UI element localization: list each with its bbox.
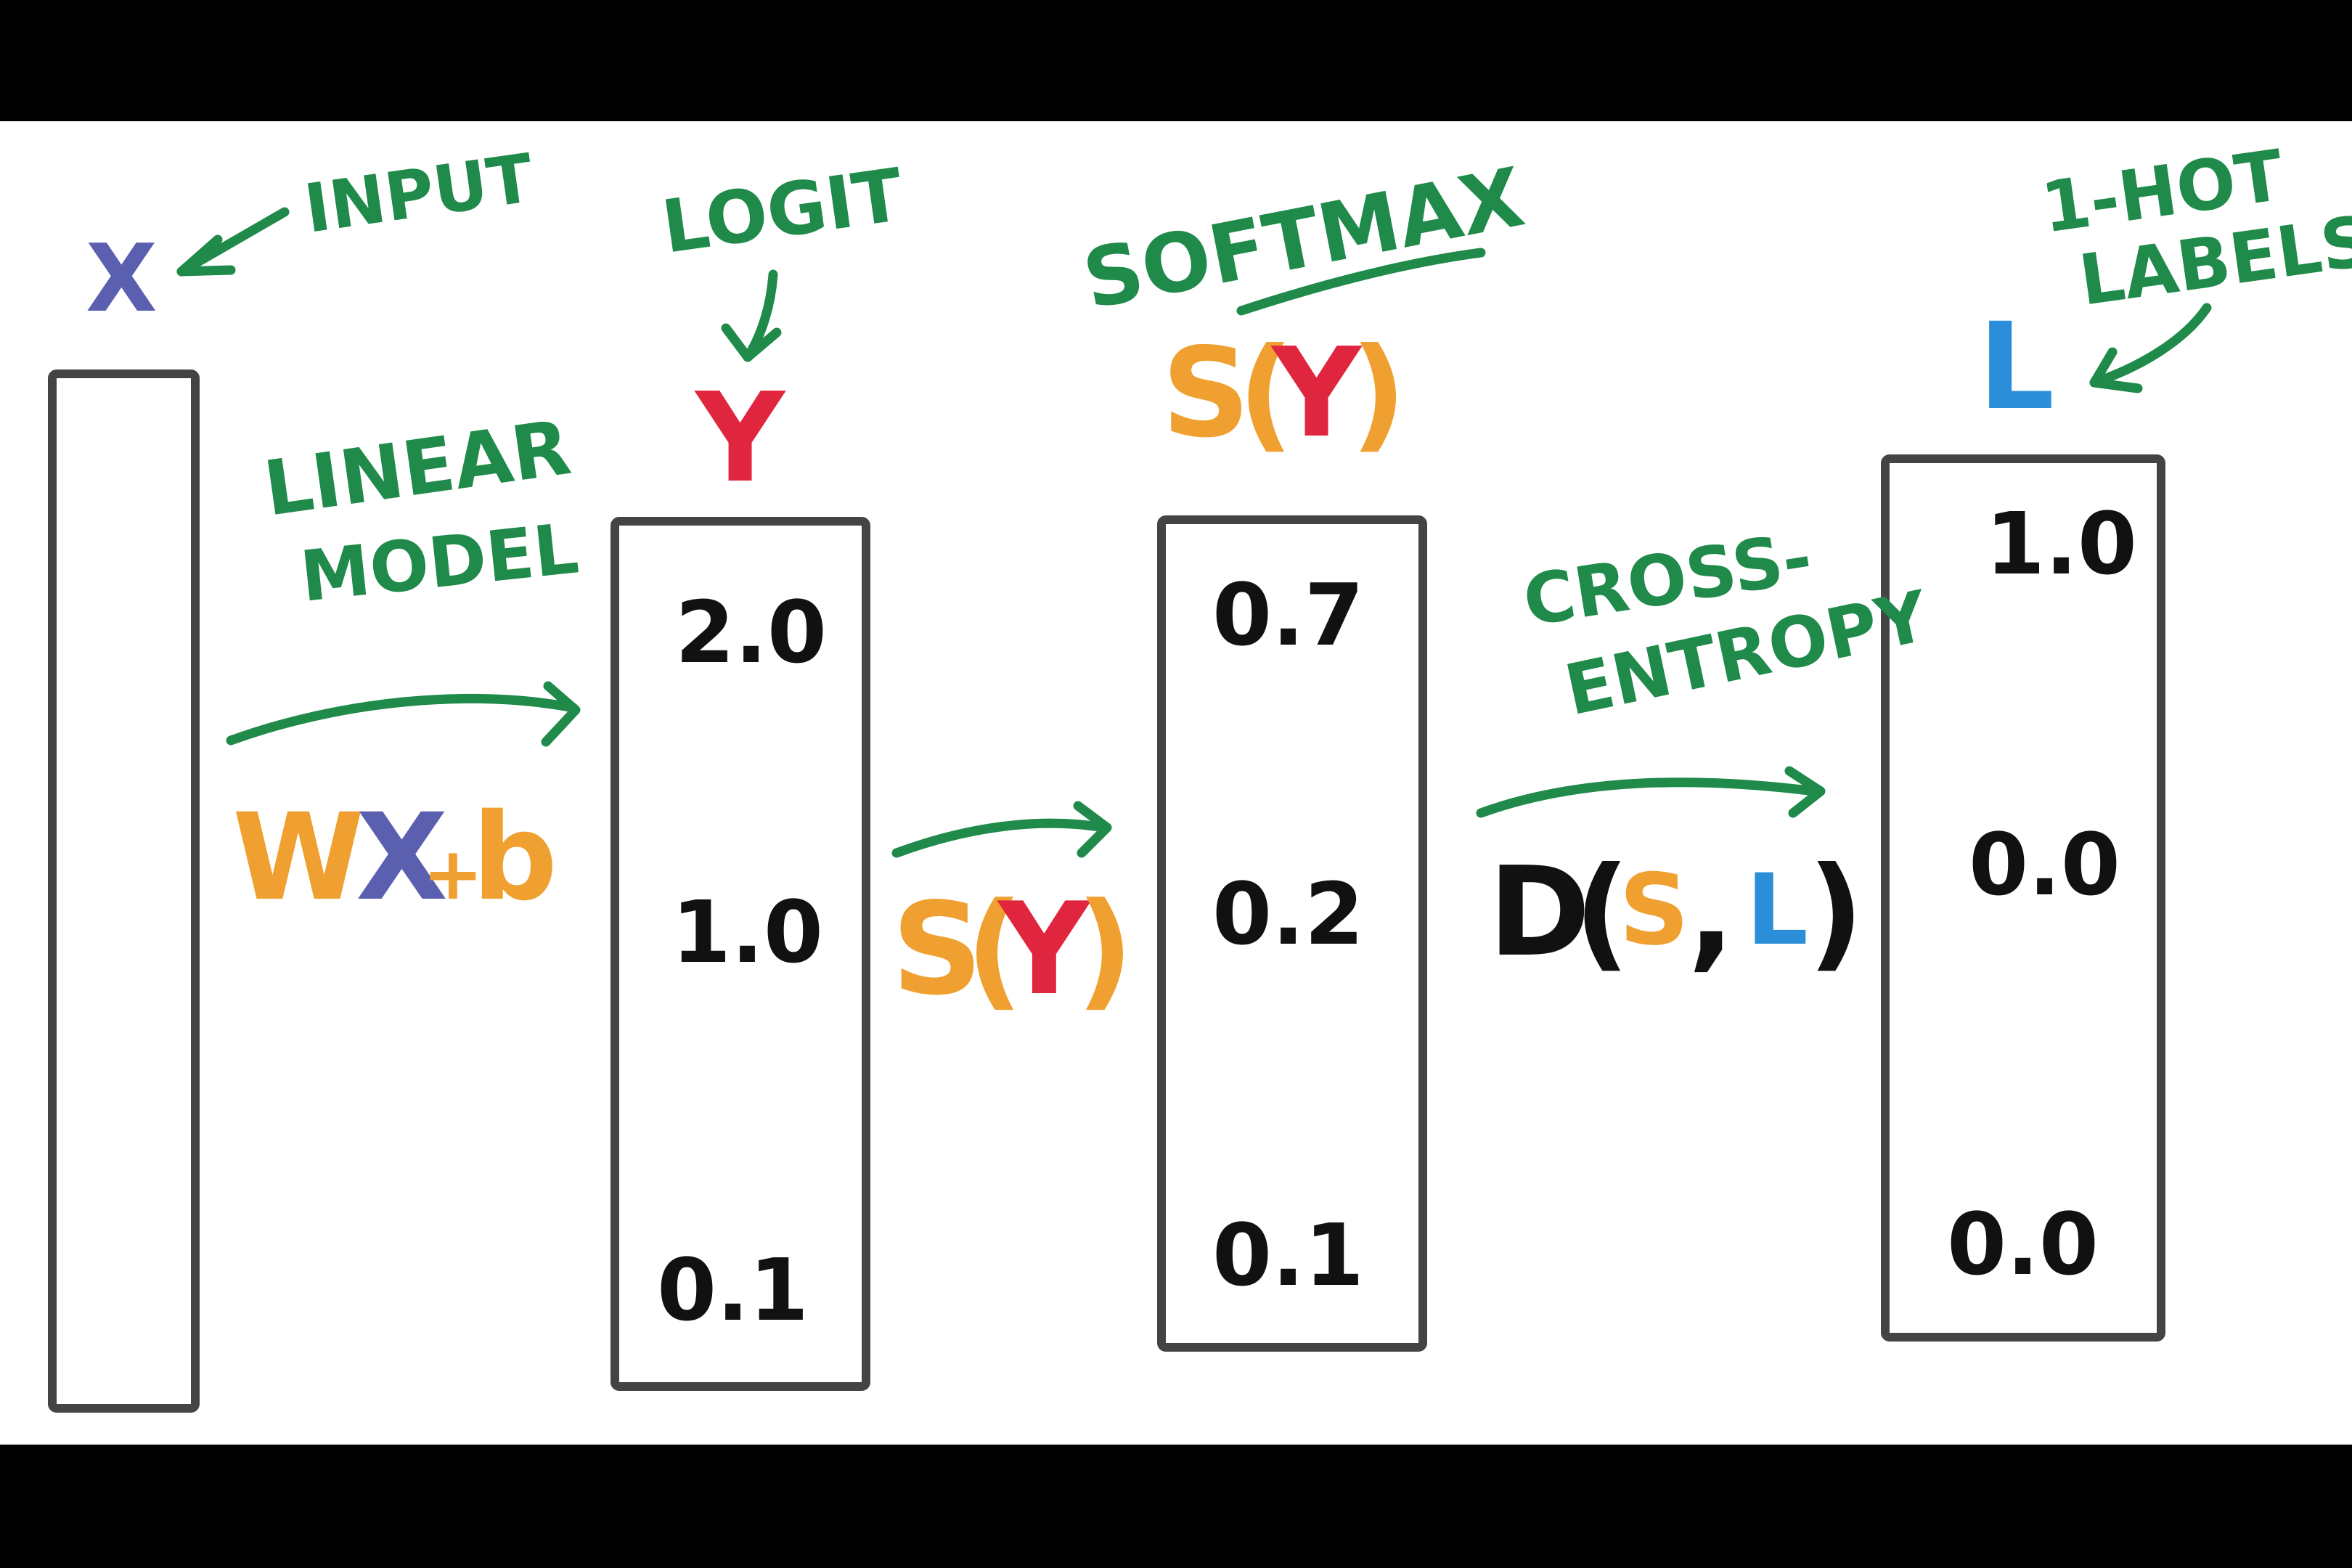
y-symbol: Y bbox=[694, 367, 786, 510]
s-of-y-mid: S ( Y ) bbox=[891, 876, 1134, 1024]
labels-arrow-head bbox=[2089, 347, 2143, 393]
cross-entropy-arrow-head bbox=[1784, 766, 1826, 818]
s-of-y-header: S ( Y ) bbox=[1161, 322, 1407, 465]
cross-entropy-arrow bbox=[1476, 777, 1820, 818]
linear-arrow-head bbox=[541, 681, 581, 747]
distance-formula: D ( S , L ) bbox=[1488, 841, 1864, 984]
formula-x: X bbox=[356, 788, 448, 927]
labels-arrow bbox=[2089, 303, 2212, 388]
s-header-y: Y bbox=[1270, 322, 1363, 465]
softmax-arrow bbox=[891, 818, 1108, 858]
s-header-close: ) bbox=[1350, 322, 1407, 465]
logit-value: 2.0 bbox=[675, 582, 827, 682]
formula-plus: + bbox=[422, 831, 483, 916]
s-header-s: S bbox=[1161, 322, 1250, 465]
logit-value: 1.0 bbox=[671, 882, 823, 982]
label-value: 0.0 bbox=[1969, 814, 2120, 915]
distance-close: ) bbox=[1808, 841, 1864, 984]
logit-value: 0.1 bbox=[657, 1240, 809, 1340]
distance-comma: , bbox=[1688, 841, 1735, 984]
softmax-value: 0.2 bbox=[1212, 864, 1364, 964]
softmax-box bbox=[1157, 515, 1427, 1352]
softmax-value: 0.7 bbox=[1212, 565, 1364, 665]
linear-formula: W X + b bbox=[232, 788, 558, 927]
softmax-value: 0.1 bbox=[1212, 1205, 1364, 1305]
s-mid-y: Y bbox=[997, 876, 1092, 1024]
s-mid-close: ) bbox=[1076, 876, 1134, 1024]
logits-box bbox=[611, 517, 870, 1391]
labels-box bbox=[1881, 454, 2165, 1342]
s-mid-open: ( bbox=[965, 876, 1024, 1024]
formula-b: b bbox=[472, 788, 558, 927]
whiteboard bbox=[0, 121, 2352, 1445]
softmax-arrow-head bbox=[1073, 801, 1112, 858]
distance-s: S bbox=[1619, 853, 1689, 967]
distance-open: ( bbox=[1574, 841, 1630, 984]
input-arrow-head bbox=[176, 234, 236, 277]
s-mid-s: S bbox=[891, 876, 983, 1024]
formula-w: W bbox=[232, 788, 364, 927]
linear-arrow bbox=[226, 693, 579, 746]
softmax-underline bbox=[1236, 248, 1486, 316]
label-value: 0.0 bbox=[1947, 1194, 2099, 1294]
x-symbol: X bbox=[86, 225, 158, 333]
logit-arrow-head bbox=[721, 323, 782, 362]
label-value: 1.0 bbox=[1985, 494, 2137, 594]
l-symbol: L bbox=[1978, 297, 2054, 436]
input-vector-box bbox=[48, 369, 200, 1413]
distance-d: D bbox=[1488, 841, 1591, 984]
s-header-open: ( bbox=[1238, 322, 1294, 465]
distance-l: L bbox=[1746, 853, 1808, 967]
